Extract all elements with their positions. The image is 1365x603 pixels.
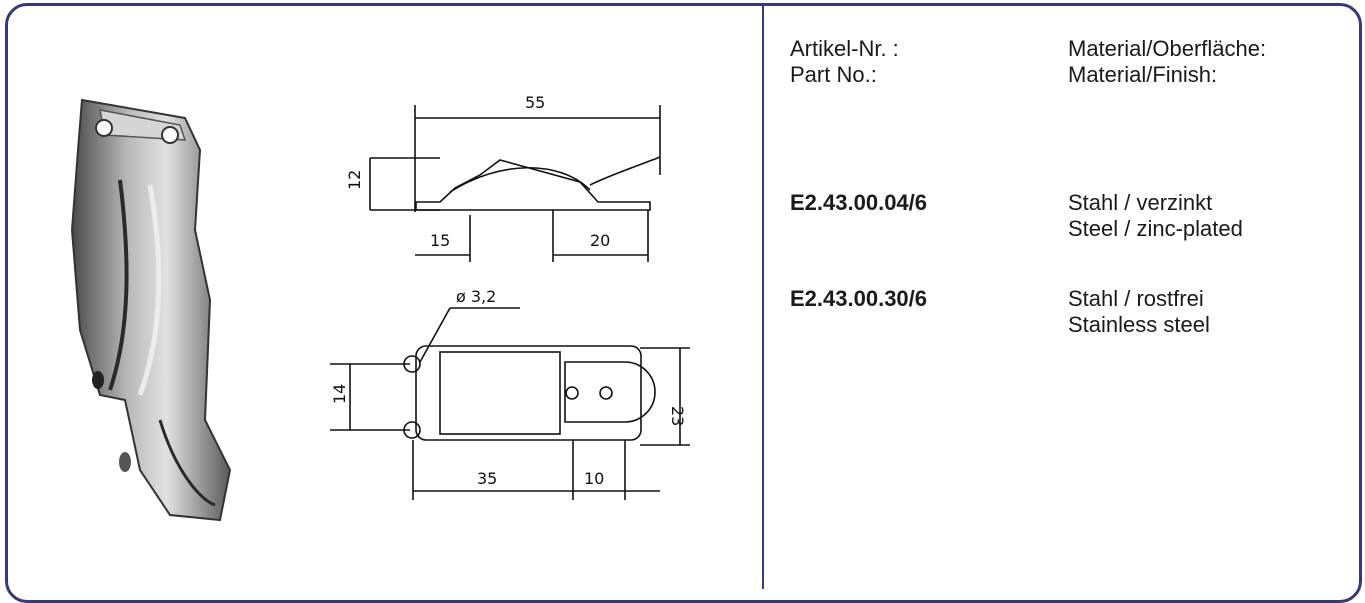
dim-tab-length: 10 [584, 469, 604, 488]
column-divider [762, 3, 764, 589]
dim-right-offset: 20 [590, 231, 610, 250]
material-de: Stahl / verzinkt [1068, 190, 1213, 215]
product-photo [70, 98, 232, 522]
part-number: E2.43.00.30/6 [790, 286, 928, 311]
dim-hole-diameter: ø 3,2 [456, 287, 496, 306]
dim-hole-spacing: 14 [330, 384, 349, 404]
dim-height: 12 [345, 170, 364, 190]
material-de: Stahl / rostfrei [1068, 286, 1204, 311]
material-label-en: Material/Finish: [1068, 62, 1218, 87]
dim-total-length: 55 [525, 93, 545, 112]
technical-drawing: 55 12 15 20 ø 3,2 14 23 35 10 [330, 93, 690, 500]
dim-width: 23 [668, 406, 687, 426]
material-label-de: Material/Oberfläche: [1068, 36, 1267, 61]
dim-left-offset: 15 [430, 231, 450, 250]
article-label-en: Part No.: [790, 62, 877, 87]
article-label-de: Artikel-Nr. : [790, 36, 899, 61]
material-en: Steel / zinc-plated [1068, 216, 1243, 241]
part-number: E2.43.00.04/6 [790, 190, 928, 215]
material-en: Stainless steel [1068, 312, 1210, 337]
dim-body-length: 35 [477, 469, 497, 488]
